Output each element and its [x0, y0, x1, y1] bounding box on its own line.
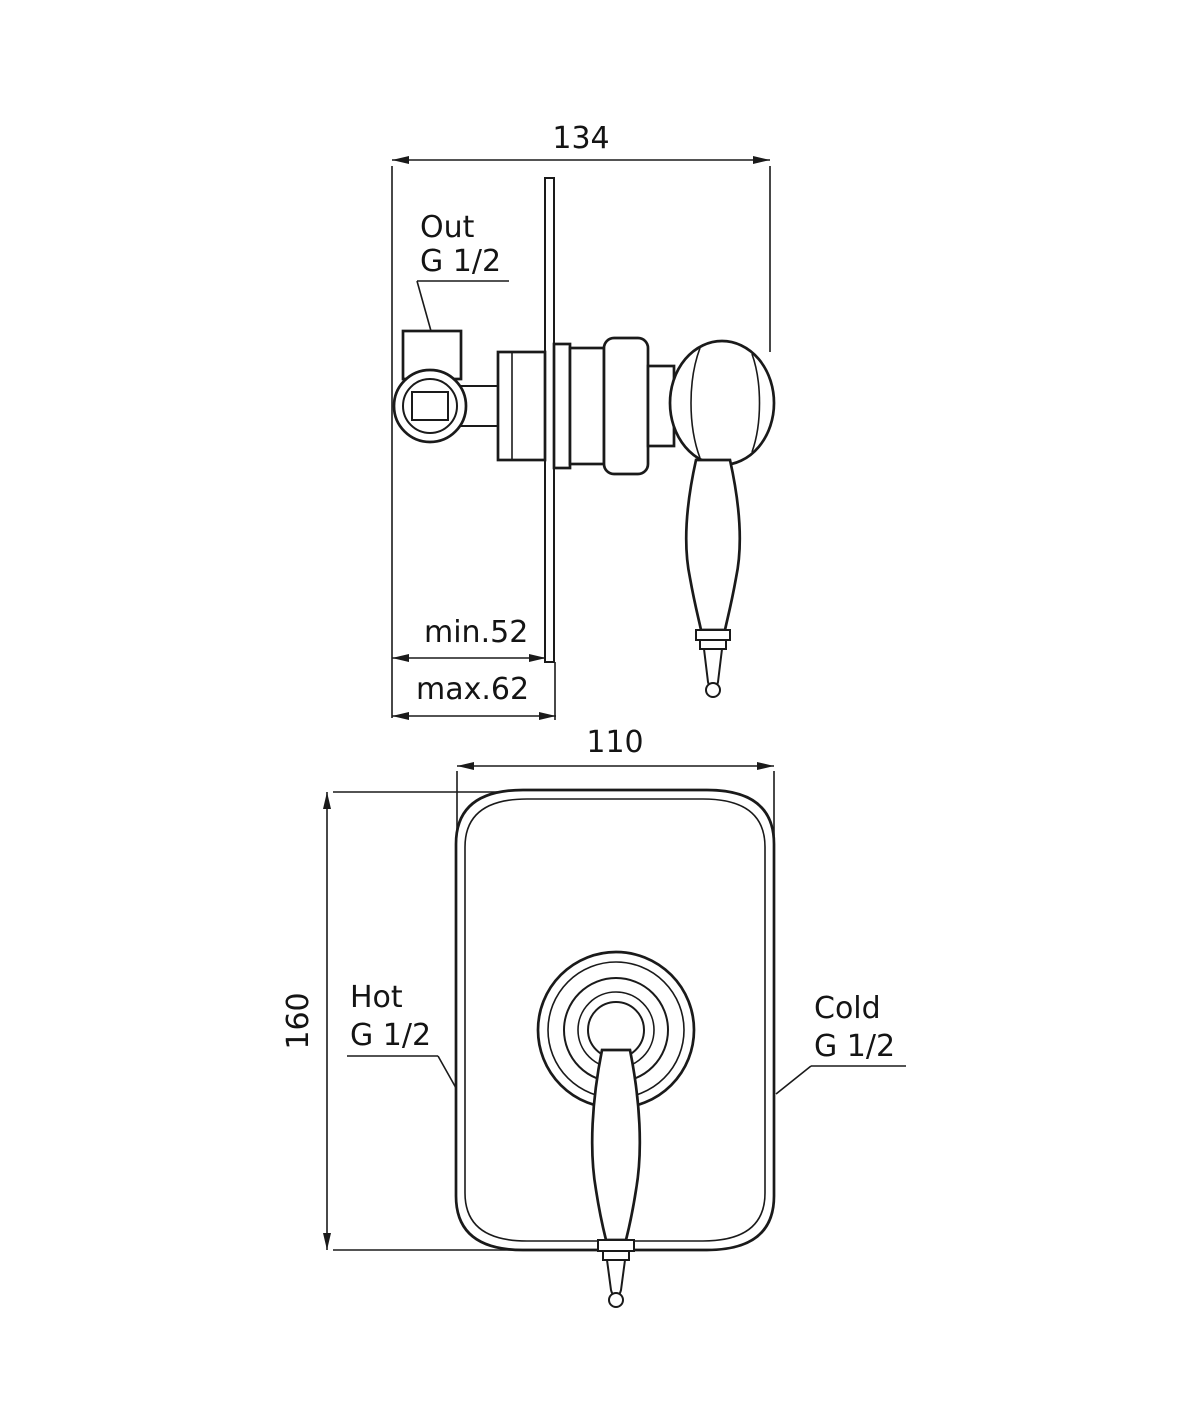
plate-inner-outline	[464, 798, 766, 1242]
cold-leader-line	[775, 1065, 812, 1095]
lever-collar1-front	[597, 1239, 635, 1252]
hot-label: Hot	[350, 980, 403, 1015]
valve-body-side	[392, 329, 676, 476]
cold-label: Cold	[814, 991, 881, 1026]
cartridge-body	[496, 350, 547, 462]
cold-callout: Cold G 1/2	[775, 991, 906, 1095]
cold-thread-label: G 1/2	[814, 1029, 895, 1064]
hot-callout: Hot G 1/2	[347, 980, 457, 1089]
lever-tip-front	[605, 1259, 627, 1297]
depth-min-label: min.52	[424, 615, 528, 650]
front-height-dim-label: 160	[281, 992, 316, 1049]
front-width-dim-label: 110	[586, 725, 643, 760]
escutcheon-rings	[536, 950, 696, 1110]
front-height-dimension: 160	[281, 791, 522, 1251]
depth-max-label: max.62	[416, 672, 529, 707]
lever-collar1-side	[695, 629, 731, 641]
depth-dimensions: min.52 max.62	[392, 615, 556, 720]
escutcheon-bell-side	[602, 336, 650, 476]
lever-body-front	[590, 1048, 642, 1242]
front-width-dimension: 110	[456, 725, 775, 836]
lever-tip-ball-front	[608, 1292, 624, 1308]
lever-collar2-front	[602, 1250, 630, 1261]
handle-lever-front	[590, 1048, 642, 1308]
lever-tip-ball-side	[705, 682, 721, 698]
front-view: 110 160	[281, 725, 906, 1308]
ball-detail-arc-left	[690, 347, 701, 459]
outlet-thread-label: G 1/2	[420, 244, 501, 279]
outlet-leader-line	[416, 280, 432, 332]
outlet-callout: Out G 1/2	[416, 210, 509, 332]
handle-ball-side	[668, 339, 776, 467]
hot-leader-line	[437, 1055, 457, 1089]
side-width-dim-label: 134	[552, 121, 609, 156]
hot-thread-label: G 1/2	[350, 1018, 431, 1053]
outlet-label: Out	[420, 210, 475, 245]
lever-collar2-side	[699, 639, 727, 650]
lever-body-side	[684, 458, 742, 632]
side-view: 134	[391, 121, 776, 720]
escutcheon-ring-side	[568, 346, 606, 466]
outlet-socket	[411, 391, 449, 421]
body-flange	[552, 342, 572, 470]
side-width-dimension: 134	[391, 121, 771, 718]
handle-lever-side	[668, 339, 776, 698]
ball-detail-arc-right	[751, 353, 761, 453]
